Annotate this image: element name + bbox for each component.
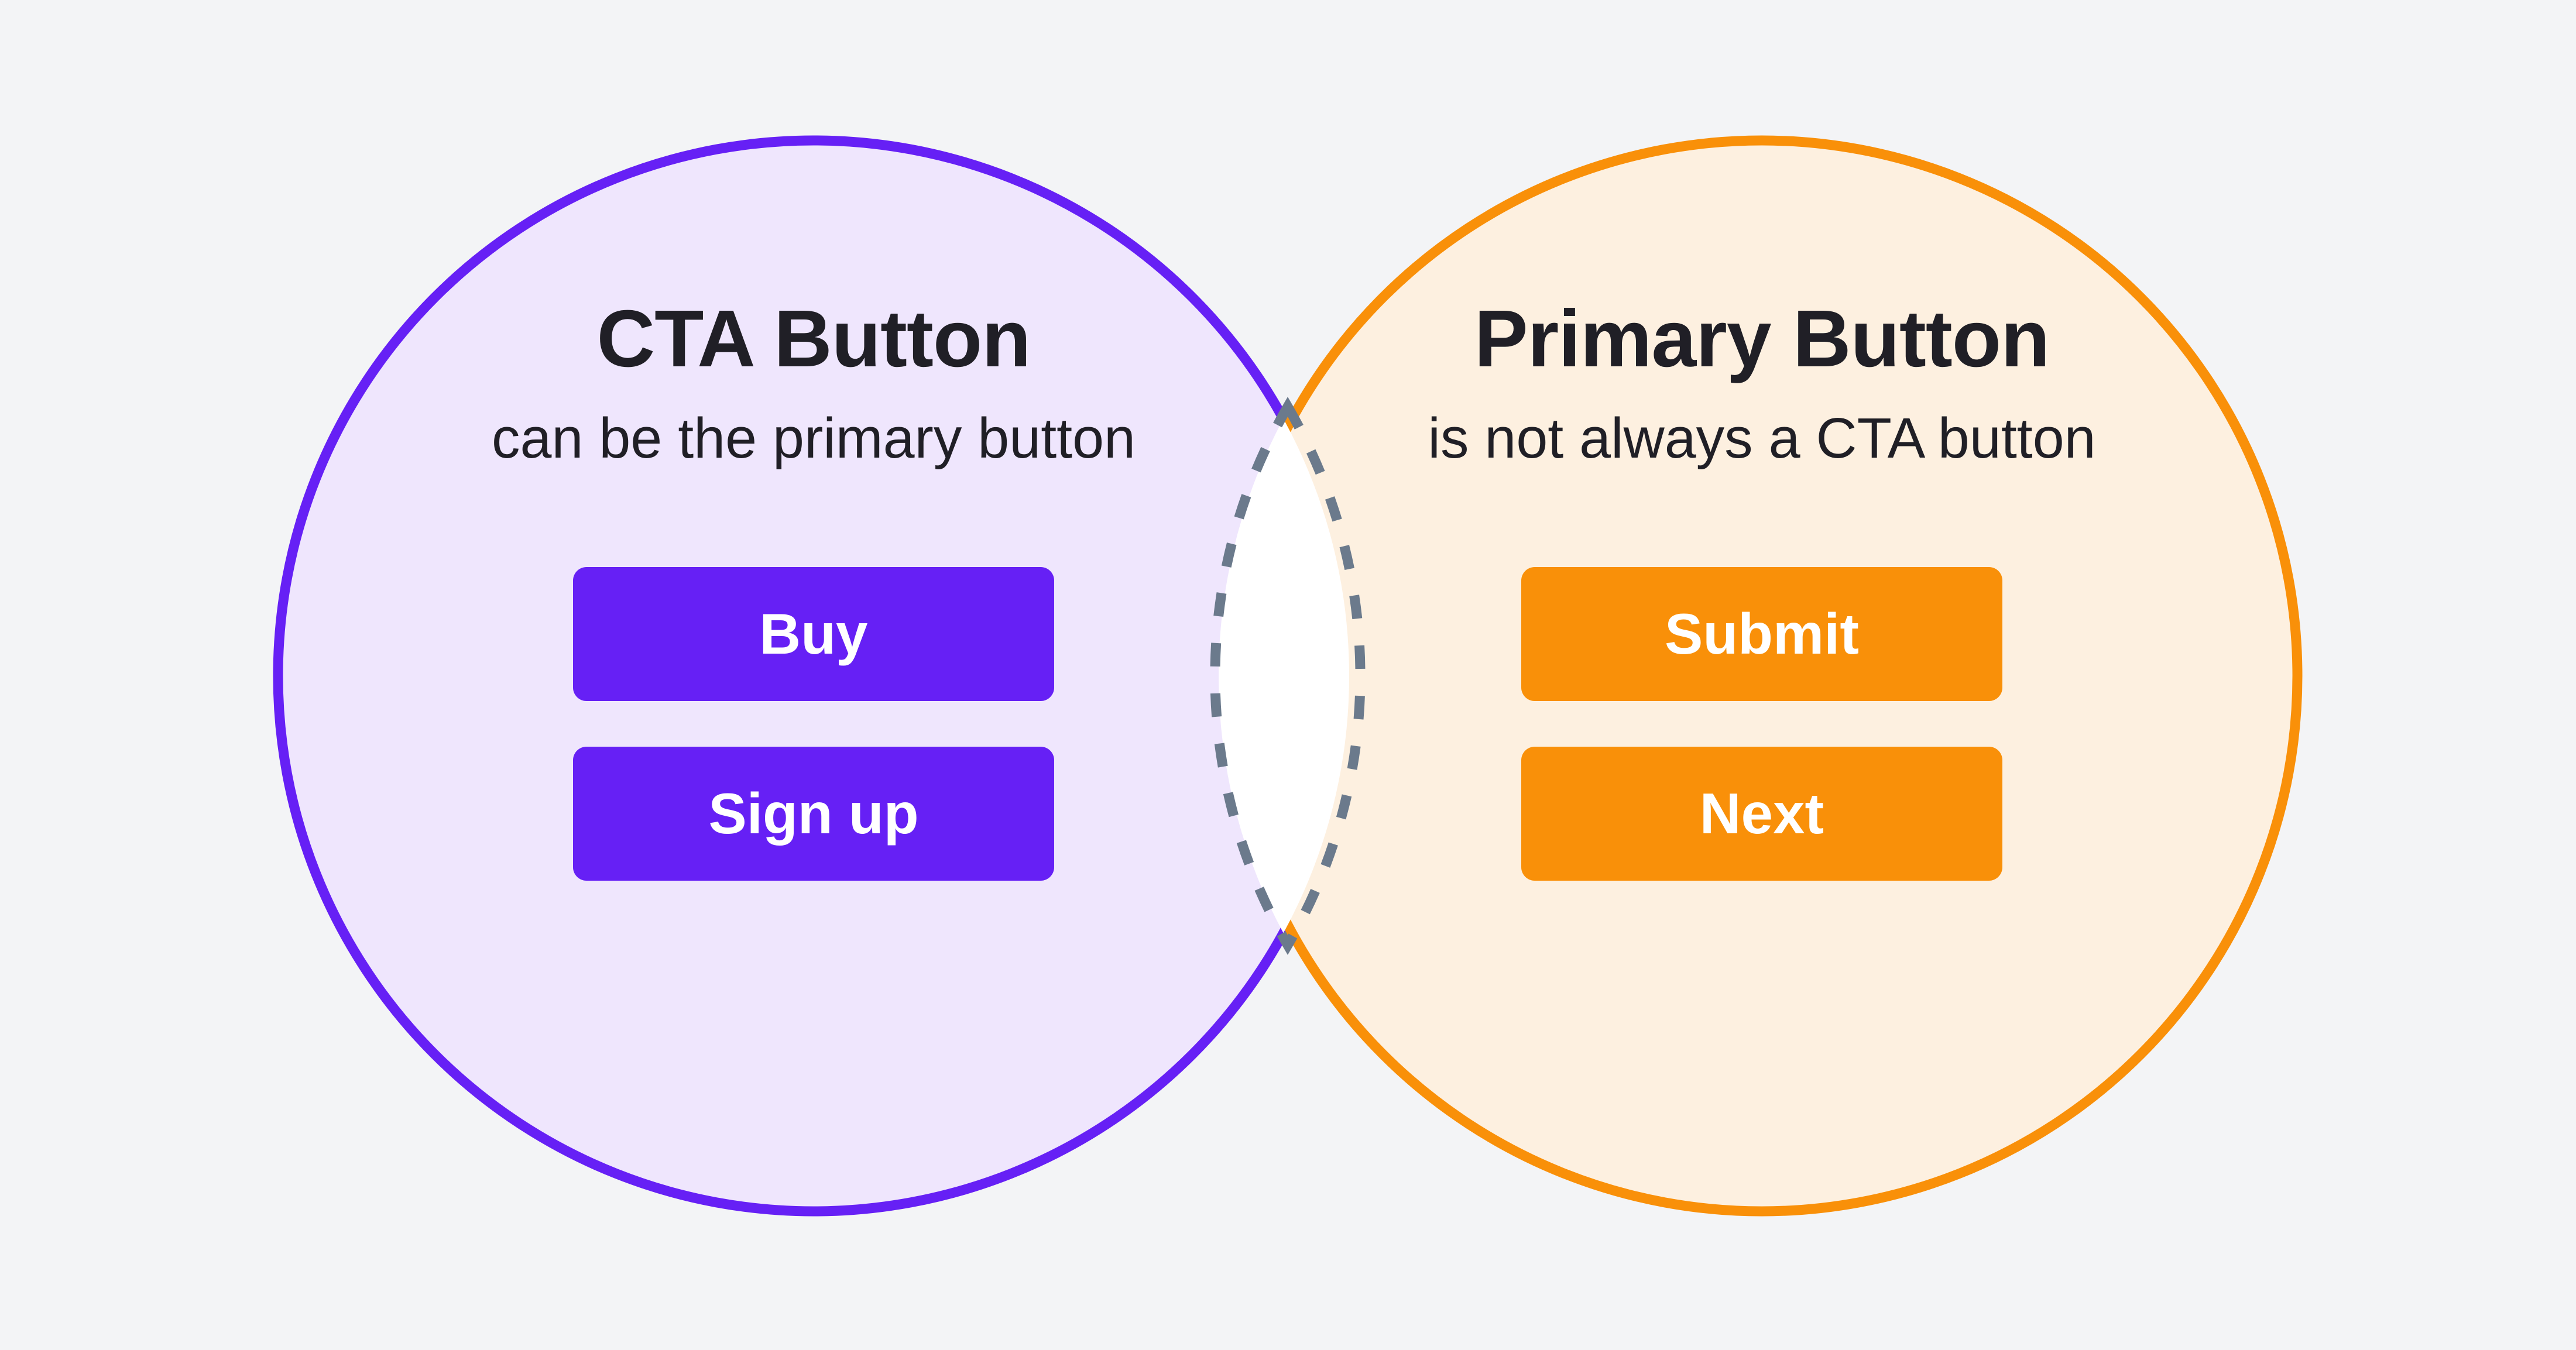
set-subtitle-primary: is not always a CTA button: [1428, 406, 2096, 470]
button-submit[interactable]: Submit: [1521, 567, 2002, 701]
button-stack-cta: Buy Sign up: [573, 567, 1054, 881]
set-subtitle-cta: can be the primary button: [492, 406, 1136, 470]
set-content-cta: CTA Button can be the primary button Buy…: [275, 298, 1352, 881]
button-stack-primary: Submit Next: [1521, 567, 2002, 881]
button-sign-up[interactable]: Sign up: [573, 747, 1054, 881]
set-title-primary: Primary Button: [1474, 294, 2050, 384]
set-content-primary: Primary Button is not always a CTA butto…: [1223, 298, 2300, 881]
intersection-lens-outline: [1210, 397, 1366, 955]
button-next[interactable]: Next: [1521, 747, 2002, 881]
intersection-lens-fill: [1219, 140, 1349, 1211]
button-buy[interactable]: Buy: [573, 567, 1054, 701]
set-title-cta: CTA Button: [596, 294, 1031, 384]
